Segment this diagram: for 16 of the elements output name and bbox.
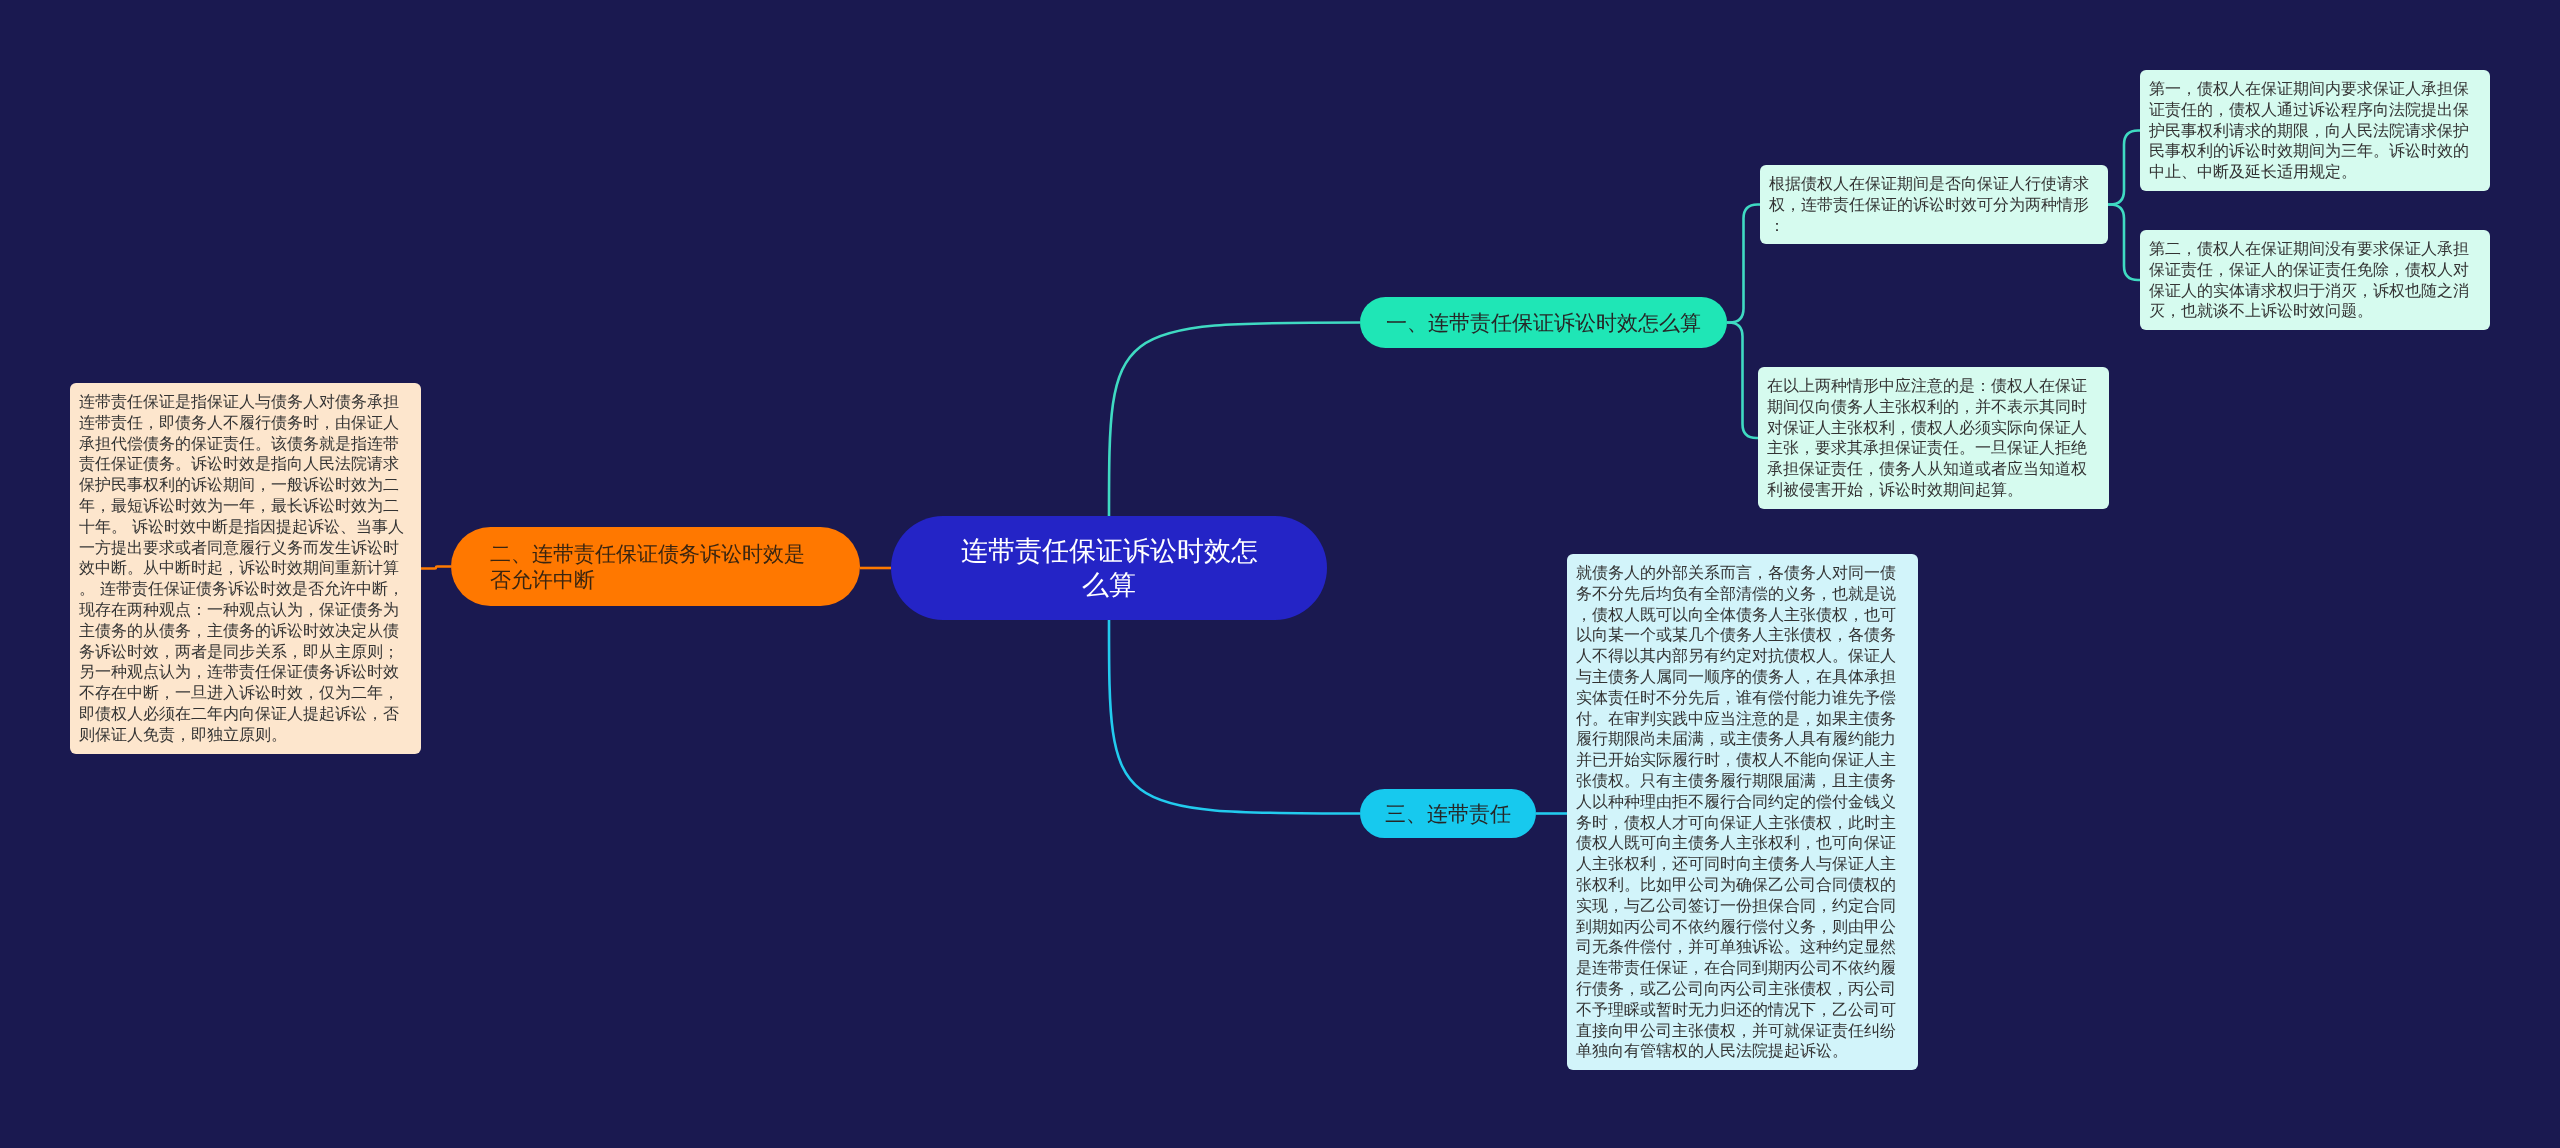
note-card: 根据债权人在保证期间是否向保证人行使请求权，连带责任保证的诉讼时效可分为两种情形： [1760,165,2108,245]
note-card: 第一，债权人在保证期间内要求保证人承担保证责任的，债权人通过诉讼程序向法院提出保护民事权利请求的期限，向人民法院请求保护民事权利的诉讼时效期间为三年。诉讼时效的中止、中断及延长适用规定。 [2140,70,2490,191]
note-card: 第二，债权人在保证期间没有要求保证人承担保证责任，保证人的保证责任免除，债权人对保证人的实体请求权归于消灭，诉权也随之消灭，也就谈不上诉讼时效问题。 [2140,230,2490,331]
note-card: 在以上两种情形中应注意的是：债权人在保证期间仅向债务人主张权利的，并不表示其同时对保证人主张权利，债权人必须实际向保证人主张，要求其承担保证责任。一旦保证人拒绝承担保证责任，债务人从知道或者应当知道权利被侵害开始，诉讼时效期间起算。 [1758,367,2109,509]
connector-line [421,565,451,570]
branch-topic: 二、连带责任保证债务诉讼时效是否允许中断 [451,527,860,606]
central-topic: 连带责任保证诉讼时效怎么算 [891,516,1327,620]
connector-line [1107,321,1360,516]
connector-line [1536,812,1567,815]
connector-line [1107,620,1360,815]
connector-line [1726,321,1759,440]
note-card: 连带责任保证是指保证人与债务人对债务承担连带责任，即债务人不履行债务时，由保证人承担代偿债务的保证责任。该债务就是指连带责任保证债务。诉讼时效是指向人民法院请求保护民事权利的诉讼期间，一般诉讼时效为二年，最短诉讼时效为一年，最长诉讼时效为二十年。 诉讼时效中断是指因提起诉讼、当事人一方提出要求或者同意履行义务而发生诉讼时效中断。从中断时起，诉讼时效期间重新计算。 连带责任保证债务诉讼时效是否允许中断，现存在两种观点：一种观点认为，保证债务为主债务的从债务，主债务的诉讼时效决定从债务诉讼时效，两者是同步关系，即从主原则；另一种观点认为，连带责任保证债务诉讼时效不存在中断，一旦进入诉讼时效，仅为二年，即债权人必须在二年内向保证人提起诉讼，否则保证人免责，即独立原则。 [70,383,421,754]
note-card: 就债务人的外部关系而言，各债务人对同一债务不分先后均负有全部清偿的义务，也就是说，债权人既可以向全体债务人主张债权，也可以向某一个或某几个债务人主张债权，各债务人不得以其内部另有约定对抗债权人。保证人与主债务人属同一顺序的债务人，在具体承担实体责任时不分先后，谁有偿付能力谁先予偿付。在审判实践中应当注意的是，如果主债务履行期限尚未届满，或主债务人具有履约能力并已开始实际履行时，债权人不能向保证人主张债权。只有主债务履行期限届满，且主债务人以种种理由拒不履行合同约定的偿付金钱义务时，债权人才可向保证人主张债权，此时主债权人既可向主债务人主张权利，也可向保证人主张权利，还可同时向主债务人与保证人主张权利。比如甲公司为确保乙公司合同债权的实现，与乙公司签订一份担保合同，约定合同到期如丙公司不依约履行偿付义务，则由甲公司无条件偿付，并可单独诉讼。这种约定显然是连带责任保证，在合同到期丙公司不依约履行债务，或乙公司向丙公司主张债权，丙公司不予理睬或暂时无力归还的情况下，乙公司可直接向甲公司主张债权，并可就保证责任纠纷单独向有管辖权的人民法院提起诉讼。 [1567,554,1918,1071]
connector-line [860,566,891,570]
branch-topic: 一、连带责任保证诉讼时效怎么算 [1360,297,1727,348]
branch-topic: 三、连带责任 [1360,789,1536,838]
